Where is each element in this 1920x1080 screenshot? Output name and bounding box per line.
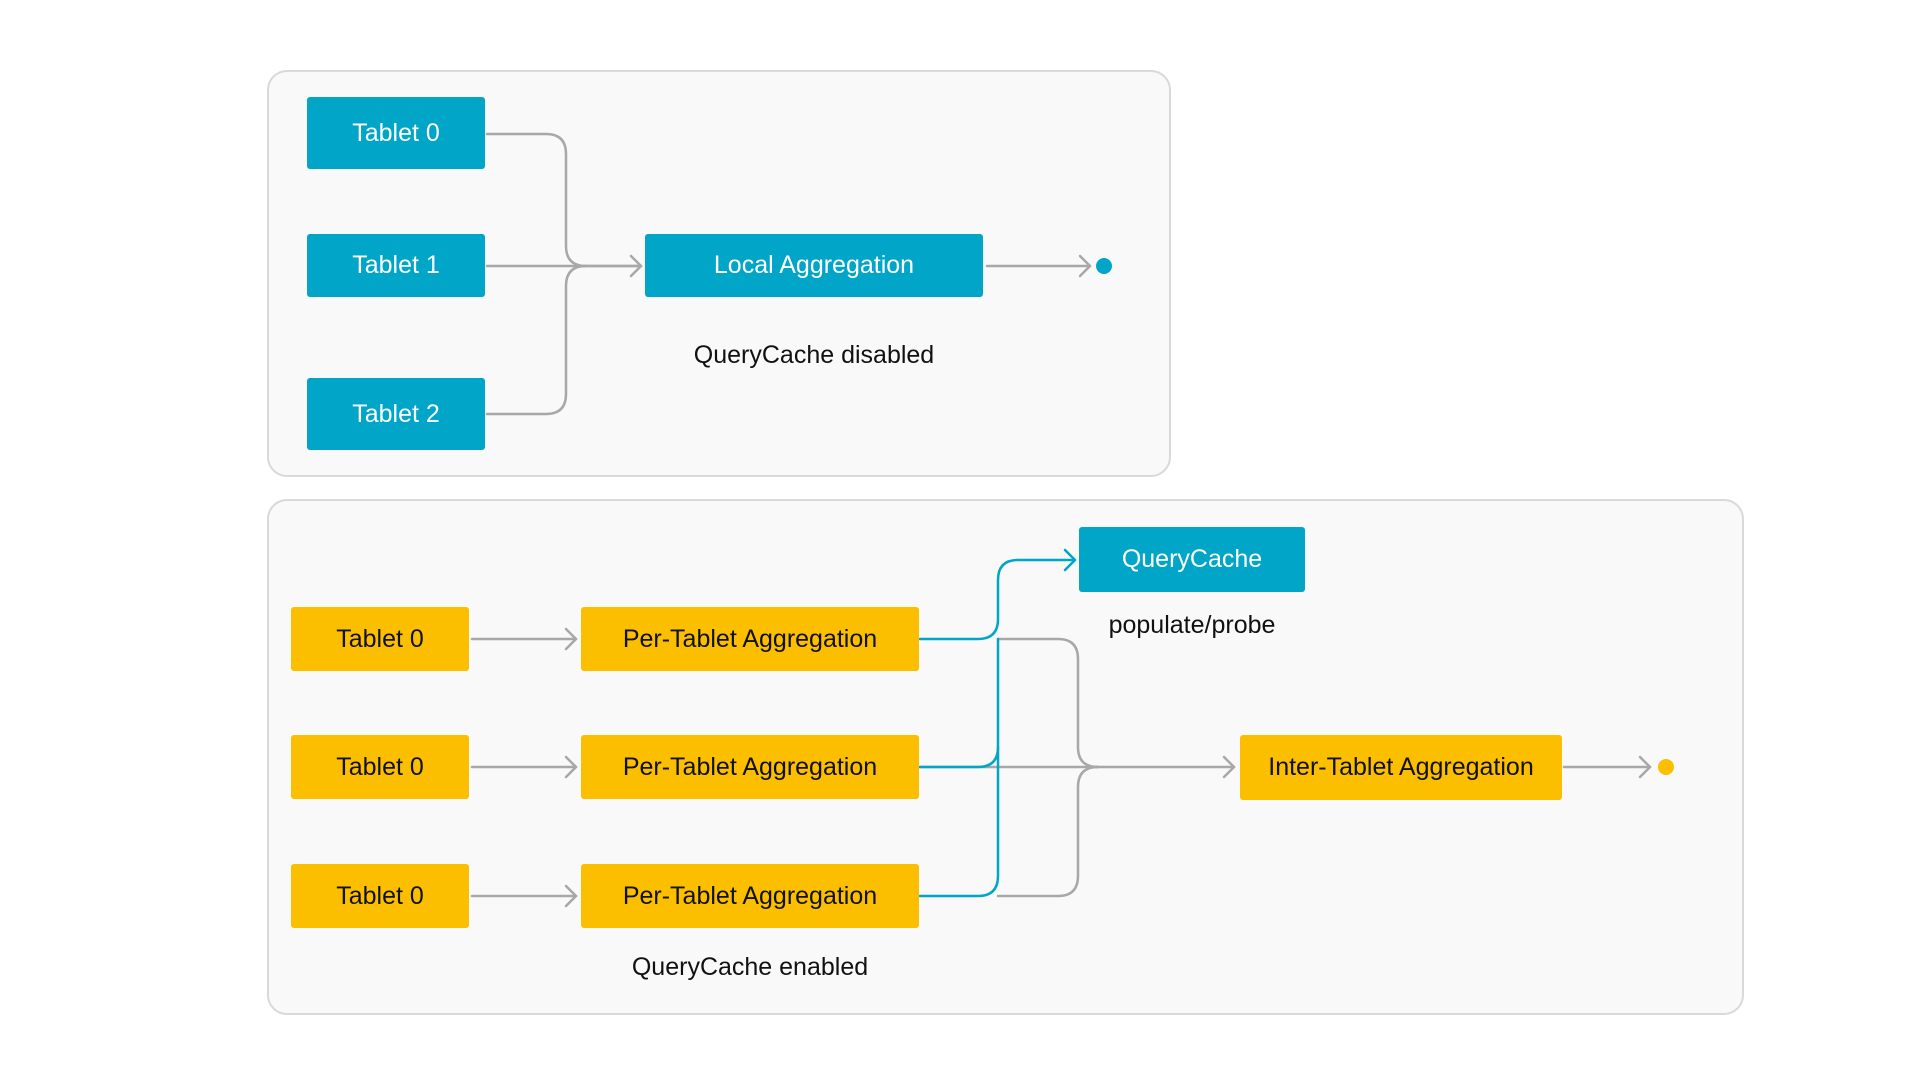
per-tablet-aggregation-c-label: Per-Tablet Aggregation bbox=[622, 881, 878, 910]
connector-per-tablet-c-to-inter-agg bbox=[996, 765, 1100, 898]
querycache-disabled-caption: QueryCache disabled bbox=[693, 341, 935, 369]
per-tablet-aggregation-c-node: Per-Tablet Aggregation bbox=[581, 864, 919, 928]
tablet-b-node: Tablet 0 bbox=[291, 735, 469, 799]
per-tablet-aggregation-b-node: Per-Tablet Aggregation bbox=[581, 735, 919, 799]
tablet-c-node: Tablet 0 bbox=[291, 864, 469, 928]
querycache-enabled-caption: QueryCache enabled bbox=[631, 953, 869, 981]
per-tablet-aggregation-b-label: Per-Tablet Aggregation bbox=[622, 752, 878, 781]
tablet-0-label: Tablet 0 bbox=[352, 118, 440, 147]
tablet-2-label: Tablet 2 bbox=[352, 399, 440, 428]
tablet-1-node: Tablet 1 bbox=[307, 234, 485, 297]
local-aggregation-label: Local Aggregation bbox=[713, 251, 915, 279]
tablet-0-node: Tablet 0 bbox=[307, 97, 485, 169]
arrowhead-per-tablet-agg-c bbox=[564, 884, 578, 908]
arrowhead-per-tablet-agg-a bbox=[564, 627, 578, 651]
inter-tablet-aggregation-label: Inter-Tablet Aggregation bbox=[1268, 753, 1534, 781]
local-aggregation-node: Local Aggregation bbox=[645, 234, 983, 297]
output-dot-disabled bbox=[1096, 258, 1112, 274]
connector-per-tablet-c-to-querycache bbox=[918, 745, 1000, 898]
connector-per-tablet-a-to-inter-agg bbox=[996, 637, 1100, 769]
tablet-b-label: Tablet 0 bbox=[336, 752, 424, 781]
arrowhead-inter-agg-output bbox=[1638, 755, 1652, 779]
tablet-2-node: Tablet 2 bbox=[307, 378, 485, 450]
per-tablet-aggregation-a-label: Per-Tablet Aggregation bbox=[622, 624, 878, 653]
arrowhead-local-agg-output bbox=[1078, 254, 1092, 278]
connector-tablet2-to-local-agg bbox=[485, 264, 588, 416]
per-tablet-aggregation-a-node: Per-Tablet Aggregation bbox=[581, 607, 919, 671]
tablet-a-label: Tablet 0 bbox=[336, 624, 424, 653]
querycache-label: QueryCache bbox=[1121, 545, 1263, 573]
arrowhead-querycache bbox=[1063, 548, 1077, 572]
tablet-1-label: Tablet 1 bbox=[352, 251, 440, 279]
arrowhead-local-agg bbox=[629, 254, 643, 278]
arrowhead-per-tablet-agg-b bbox=[564, 755, 578, 779]
populate-probe-caption: populate/probe bbox=[1108, 611, 1276, 639]
connector-per-tablet-b-to-querycache bbox=[918, 637, 1000, 769]
tablet-c-label: Tablet 0 bbox=[336, 881, 424, 910]
connector-tablet0-to-local-agg bbox=[485, 132, 643, 268]
arrowhead-inter-agg bbox=[1222, 755, 1236, 779]
inter-tablet-aggregation-node: Inter-Tablet Aggregation bbox=[1240, 735, 1562, 800]
tablet-a-node: Tablet 0 bbox=[291, 607, 469, 671]
connector-per-tablet-a-to-querycache bbox=[918, 558, 1077, 641]
output-dot-enabled bbox=[1658, 759, 1674, 775]
querycache-node: QueryCache bbox=[1079, 527, 1305, 592]
